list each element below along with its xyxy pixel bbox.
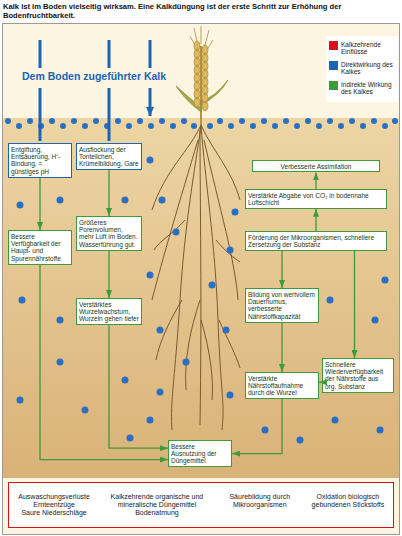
lime-granules-surface (5, 118, 398, 129)
effect-arrow (232, 399, 282, 453)
plant-roots (152, 125, 240, 430)
result-box: Bessere Ausnutzung der Düngemittel (168, 440, 232, 467)
legend-item: Direktwirkung des Kalkes (329, 61, 396, 76)
effect-arrow (281, 251, 282, 288)
influence-text: Bodenatmung (100, 509, 214, 517)
input-label: Dem Boden zugeführter Kalk (22, 70, 166, 82)
box-text: Bildung von wertvollem Dauerhumus, verbe… (248, 291, 316, 321)
box-text: Förderung der Mikroorganismen, schneller… (248, 234, 384, 249)
legend-item: Kalkzehrende Einflüsse (329, 41, 396, 56)
box-text: Bessere Verfügbarkeit der Haupt- und Spu… (11, 233, 69, 263)
lime-granules-soil (17, 157, 389, 444)
soil (3, 118, 399, 478)
direct-effect-box: Ausflockung der Tonteilchen, Krümelbildu… (76, 143, 142, 170)
wheat-awns (190, 26, 213, 53)
effect-box: Verstärkte Abgabe von CO₂ in bodennahe L… (245, 189, 387, 209)
box-text: Verstärkte Abgabe von CO₂ in bodennahe L… (248, 192, 384, 207)
effect-arrow (315, 209, 316, 231)
legend-text: Kalkzehrende Einflüsse (341, 41, 396, 56)
box-text: Verstärkte Nährstoffaufnahme durch die W… (248, 375, 316, 397)
effect-box: Größeres Porenvolumen, mehr Luft im Bode… (76, 216, 142, 251)
effect-arrow (315, 172, 316, 189)
lime-input-arrow (40, 88, 150, 141)
plant-stem (200, 46, 202, 125)
effect-box: Bessere Verfügbarkeit der Haupt- und Spu… (8, 230, 72, 265)
diagram-title: Kalk ist im Boden vielseitig wirksam. Ei… (3, 2, 399, 20)
legend-box: Kalkzehrende EinflüsseDirektwirkung des … (326, 36, 398, 102)
box-text: Verbesserte Assimilation (255, 163, 377, 170)
effect-arrow (39, 178, 40, 230)
influence-text: Ernteentzüge (12, 501, 96, 509)
legend-swatch (329, 41, 338, 50)
box-text: Ausflockung der Tonteilchen, Krümelbildu… (79, 146, 139, 168)
effect-box: Bildung von wertvollem Dauerhumus, verbe… (245, 288, 319, 323)
box-text: Entgiftung, Entsäuerung, H⁺-Bindung, = g… (11, 146, 69, 176)
influence-text: Kalkzehrende organische und mineralische… (100, 493, 214, 509)
effect-arrow (281, 323, 282, 372)
effect-arrow (108, 251, 109, 298)
effect-box: Schnellere Wiederverfügbarkeit der Nährs… (322, 358, 394, 393)
legend-item: Indirekte Wirkung des Kalkes (329, 81, 396, 96)
legend-text: Indirekte Wirkung des Kalkes (341, 81, 396, 96)
legend-swatch (329, 81, 338, 90)
lime-consuming-band: AuswaschungsverlusteErnteentzügeSaure Ni… (8, 482, 394, 528)
influence-text: Auswaschungsverluste (12, 493, 96, 501)
legend-swatch (329, 61, 338, 70)
effect-box: Verstärkte Nährstoffaufnahme durch die W… (245, 372, 319, 399)
effect-arrow (109, 325, 168, 448)
box-text: Verstärktes Wurzelwachstum, Wurzeln gehe… (79, 301, 139, 323)
box-text: Schnellere Wiederverfügbarkeit der Nährs… (325, 361, 391, 391)
box-text: Bessere Ausnutzung der Düngemittel (171, 443, 229, 465)
legend-text: Direktwirkung des Kalkes (341, 61, 396, 76)
influence-text: Saure Niederschläge (12, 509, 96, 517)
effect-arrow (40, 265, 168, 460)
lime-input-arrow-shaft (40, 40, 150, 68)
effect-arrow (108, 170, 109, 216)
effect-box: Verbesserte Assimilation (252, 160, 380, 172)
box-text: Größeres Porenvolumen, mehr Luft im Bode… (79, 219, 139, 249)
effect-box: Förderung der Mikroorganismen, schneller… (245, 231, 387, 251)
wheat-ear (194, 41, 208, 111)
effect-arrow (319, 382, 322, 383)
direct-effect-box: Entgiftung, Entsäuerung, H⁺-Bindung, = g… (8, 143, 72, 178)
influence-text: Oxidation biologisch gebundenen Sticksto… (306, 493, 390, 509)
effect-box: Verstärktes Wurzelwachstum, Wurzeln gehe… (76, 298, 142, 325)
influence-text: Säurebildung durch Mikroorganismen (218, 493, 302, 509)
effect-arrow (354, 251, 355, 358)
picture-frame (3, 24, 400, 535)
